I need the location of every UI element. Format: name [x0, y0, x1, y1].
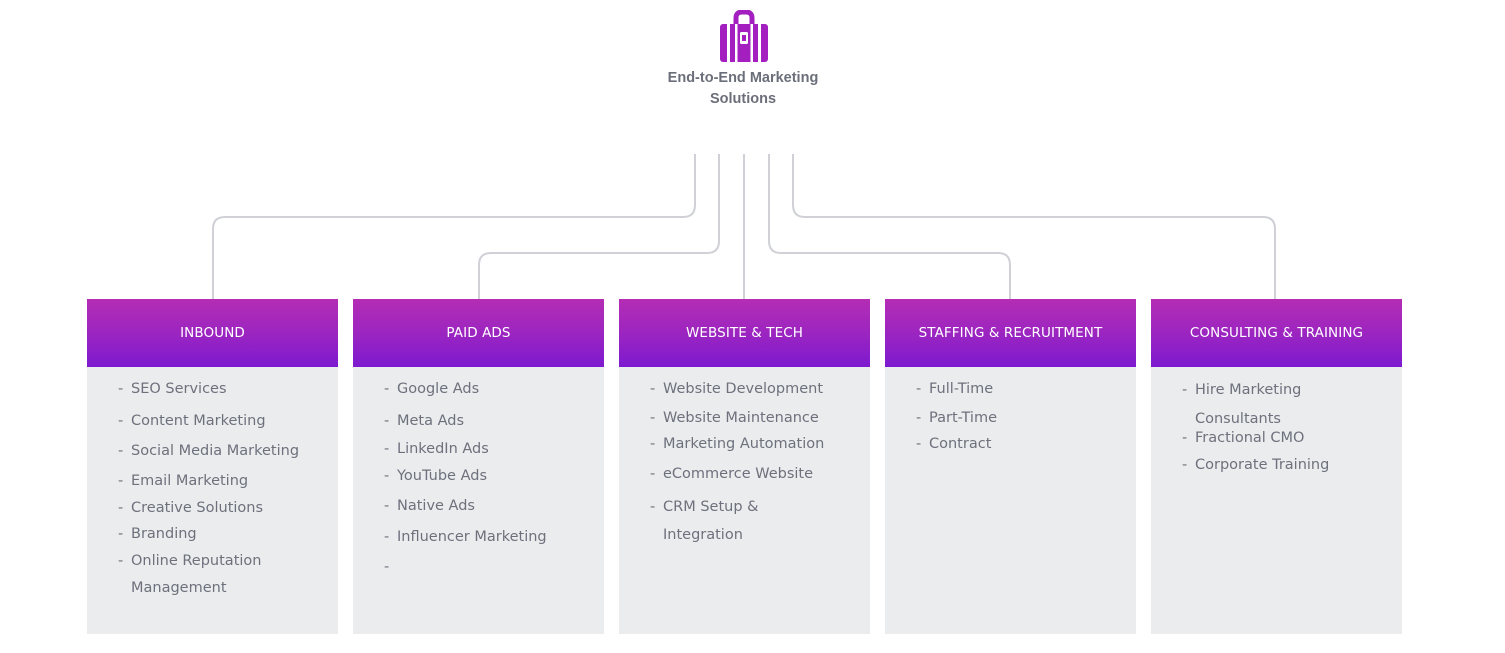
- column-header: WEBSITE & TECH: [619, 299, 870, 367]
- list-item: -CRM Setup & Integration: [650, 499, 759, 543]
- list-item: -Content Marketing: [118, 413, 266, 429]
- item-list: -SEO Services -Content Marketing -Social…: [87, 367, 338, 602]
- item-list: -Google Ads -Meta Ads -LinkedIn Ads -You…: [353, 367, 604, 583]
- list-item: -Email Marketing: [118, 473, 249, 489]
- column-consulting-training: CONSULTING & TRAINING -Hire Marketing Co…: [1151, 299, 1402, 634]
- connector-staffing: [768, 154, 1011, 299]
- list-item: -Google Ads: [384, 381, 480, 397]
- connector-inbound: [212, 154, 696, 299]
- list-item: -: [384, 559, 390, 575]
- list-item: -Website Maintenance: [650, 410, 819, 426]
- list-item: -Corporate Training: [1182, 457, 1330, 473]
- list-item: -Full-Time: [916, 381, 994, 397]
- root-title-line-1: End-to-End Marketing: [667, 70, 819, 86]
- list-item: -Part-Time: [916, 410, 998, 426]
- column-website-tech: WEBSITE & TECH -Website Development -Web…: [619, 299, 870, 634]
- connector-consulting: [792, 154, 1276, 299]
- column-paid-ads: PAID ADS -Google Ads -Meta Ads -LinkedIn…: [353, 299, 604, 634]
- list-item: -SEO Services: [118, 381, 227, 397]
- list-item: -Hire Marketing Consultants: [1182, 382, 1302, 427]
- list-item: -LinkedIn Ads: [384, 441, 489, 457]
- column-header: PAID ADS: [353, 299, 604, 367]
- root-title-line-2: Solutions: [709, 91, 777, 107]
- item-list: -Full-Time -Part-Time -Contract: [885, 367, 1136, 462]
- item-list: -Hire Marketing Consultants -Fractional …: [1151, 367, 1402, 483]
- list-item: -Fractional CMO: [1182, 430, 1305, 446]
- list-item: -Native Ads: [384, 498, 475, 514]
- list-item: -Contract: [916, 436, 992, 452]
- list-item: -Creative Solutions: [118, 500, 264, 516]
- list-item: -Branding: [118, 526, 197, 542]
- list-item: -Website Development: [650, 381, 824, 397]
- list-item: -Influencer Marketing: [384, 529, 547, 545]
- column-header: STAFFING & RECRUITMENT: [885, 299, 1136, 367]
- briefcase-icon: [720, 10, 768, 62]
- column-header: INBOUND: [87, 299, 338, 367]
- list-item: -Online Reputation Management: [118, 553, 262, 596]
- column-staffing-recruitment: STAFFING & RECRUITMENT -Full-Time -Part-…: [885, 299, 1136, 634]
- root-title: End-to-End Marketing Solutions: [643, 68, 843, 110]
- item-list: -Website Development -Website Maintenanc…: [619, 367, 870, 549]
- column-inbound: INBOUND -SEO Services -Content Marketing…: [87, 299, 338, 634]
- list-item: -Meta Ads: [384, 413, 465, 429]
- column-header: CONSULTING & TRAINING: [1151, 299, 1402, 367]
- list-item: -eCommerce Website: [650, 466, 814, 482]
- list-item: -Marketing Automation: [650, 436, 825, 452]
- list-item: -YouTube Ads: [384, 468, 487, 484]
- connector-paid-ads: [478, 154, 720, 299]
- list-item: -Social Media Marketing: [118, 443, 300, 459]
